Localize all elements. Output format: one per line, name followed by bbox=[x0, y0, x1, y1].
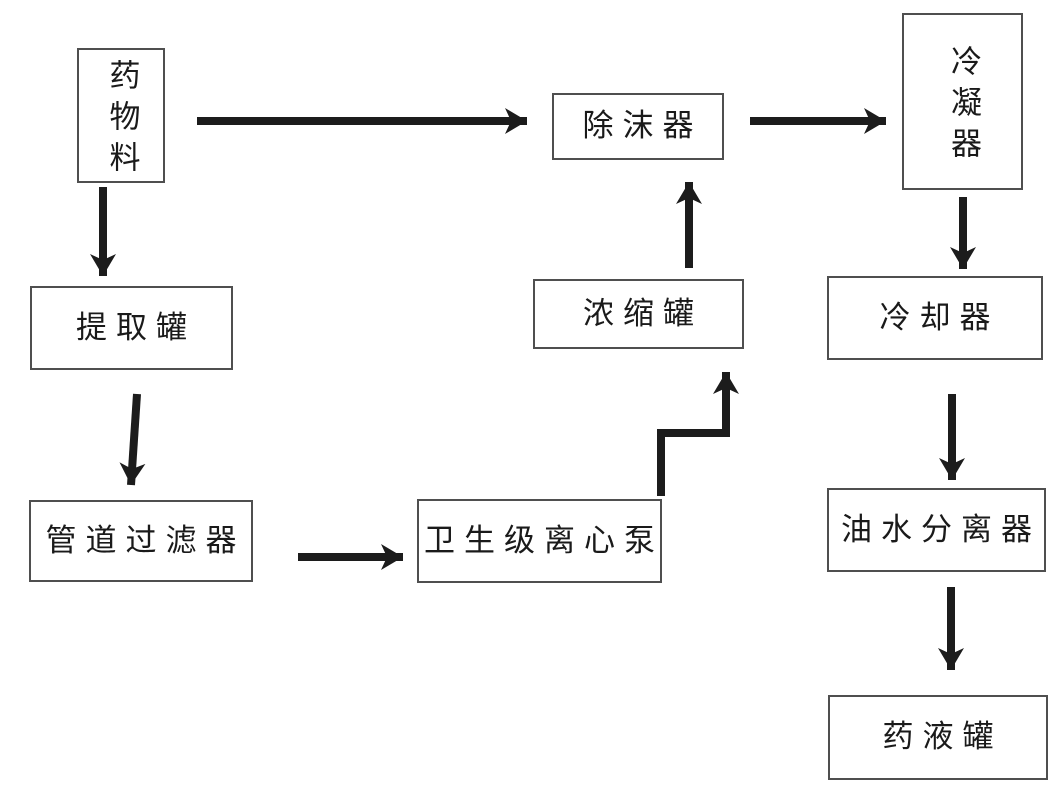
node-oil-water-separator-label: 油水分离器 bbox=[841, 511, 1041, 548]
node-demister: 除沫器 bbox=[552, 93, 724, 160]
node-extraction-tank: 提取罐 bbox=[30, 286, 233, 370]
node-demister-label: 除沫器 bbox=[582, 108, 703, 144]
arrow-extraction-to-filter bbox=[119, 393, 146, 486]
node-oil-water-separator: 油水分离器 bbox=[827, 488, 1046, 572]
node-liquid-tank-label: 药液罐 bbox=[882, 719, 1003, 755]
node-concentration-tank: 浓缩罐 bbox=[533, 279, 744, 349]
node-cooler: 冷却器 bbox=[827, 276, 1043, 360]
node-raw-material: 药物料 bbox=[77, 48, 165, 183]
node-cooler-label: 冷却器 bbox=[879, 299, 1000, 336]
node-sanitary-pump-label: 卫生级离心泵 bbox=[424, 522, 664, 559]
node-condenser: 冷凝器 bbox=[902, 13, 1023, 190]
node-raw-material-label: 药物料 bbox=[103, 59, 140, 182]
node-concentration-tank-label: 浓缩罐 bbox=[583, 295, 703, 332]
node-condenser-label: 冷凝器 bbox=[945, 45, 981, 168]
arrow-pump-to-concentration-elbow bbox=[657, 372, 739, 496]
node-sanitary-pump: 卫生级离心泵 bbox=[417, 499, 662, 583]
node-liquid-tank: 药液罐 bbox=[828, 695, 1048, 780]
node-pipeline-filter: 管道过滤器 bbox=[29, 500, 253, 582]
node-pipeline-filter-label: 管道过滤器 bbox=[45, 522, 246, 559]
node-extraction-tank-label: 提取罐 bbox=[76, 309, 196, 346]
